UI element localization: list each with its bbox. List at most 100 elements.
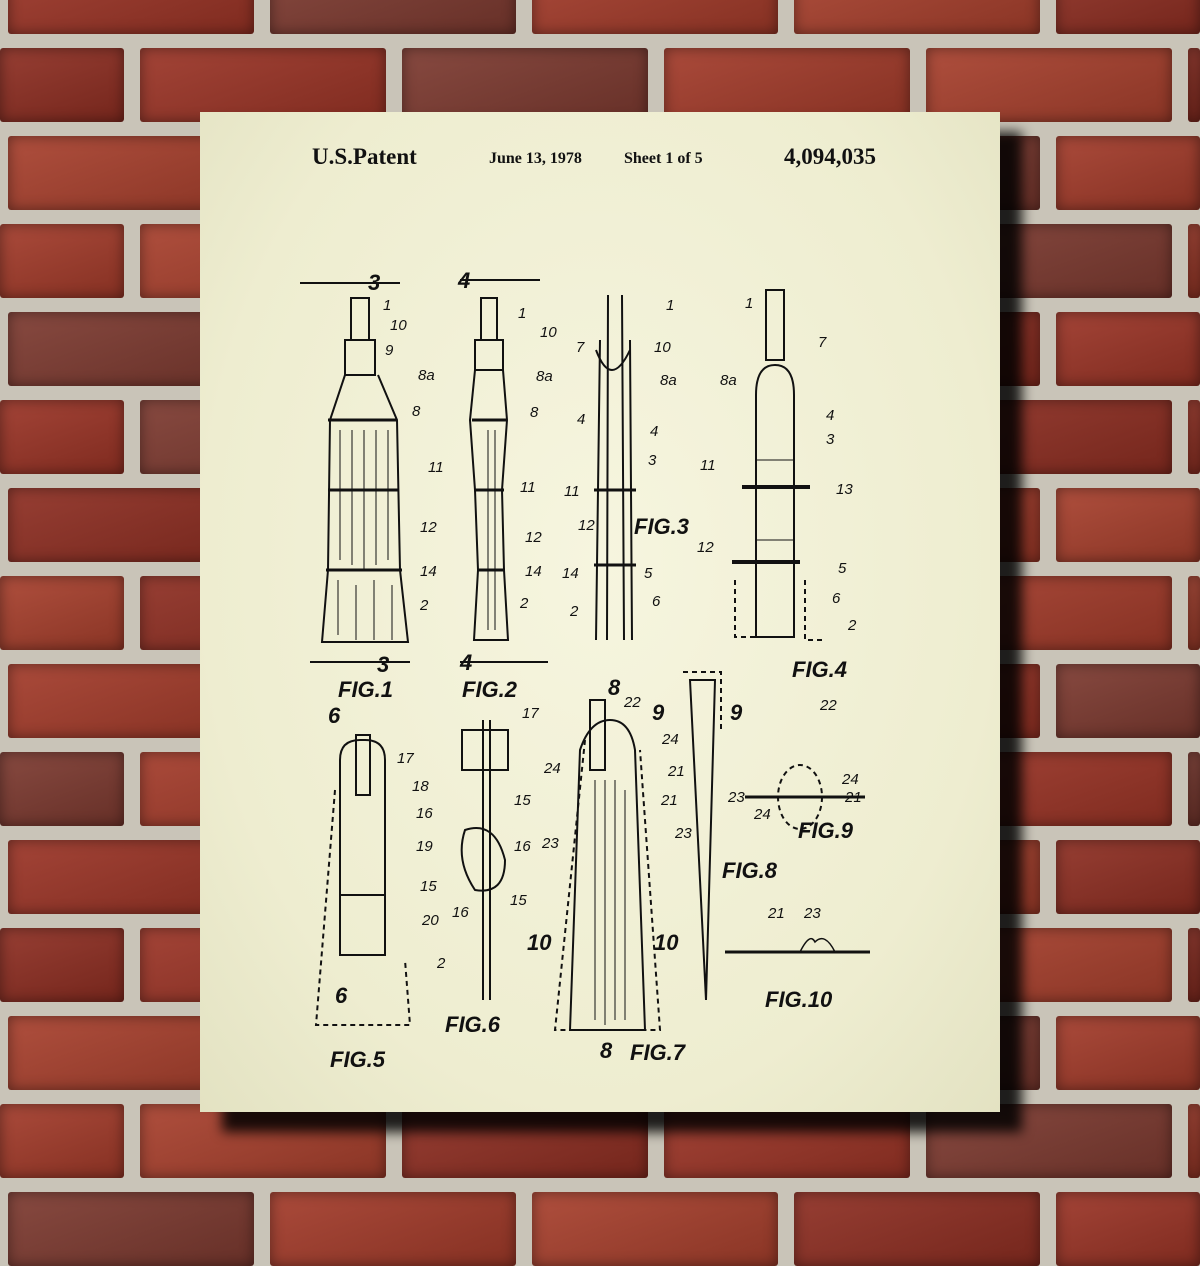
brick [402, 48, 648, 122]
fig7-broom [553, 699, 662, 1031]
reference-numeral: 12 [578, 517, 595, 534]
fig4-broom [732, 289, 825, 641]
patent-number: 4,094,035 [784, 144, 876, 169]
reference-numeral: 9 [385, 342, 394, 359]
brick [1056, 664, 1200, 738]
reference-numeral: 22 [623, 694, 641, 711]
reference-numeral: 8a [536, 368, 553, 385]
reference-numeral: 21 [660, 792, 678, 809]
reference-numeral: 12 [697, 539, 714, 556]
brick [1056, 488, 1200, 562]
reference-numeral: 16 [514, 838, 531, 855]
section-marker: 9 [730, 700, 743, 725]
figure-caption: FIG.3 [634, 514, 689, 539]
patent-date: June 13, 1978 [489, 150, 582, 167]
fig2-broom [460, 279, 548, 663]
figure-caption: FIG.2 [462, 677, 518, 702]
figure-caption: FIG.9 [798, 818, 854, 843]
section-marker: 8 [600, 1038, 613, 1063]
figure-caption: FIG.6 [445, 1012, 501, 1037]
reference-numeral: 6 [832, 590, 841, 607]
section-marker: 4 [459, 650, 472, 675]
brick [926, 48, 1172, 122]
reference-numeral: 10 [654, 339, 671, 356]
brick [0, 400, 124, 474]
reference-numeral: 2 [419, 597, 429, 614]
reference-numeral: 17 [397, 750, 414, 767]
reference-numeral: 17 [522, 705, 539, 722]
reference-numeral: 20 [421, 912, 439, 929]
reference-numeral: 23 [674, 825, 692, 842]
reference-numeral: 16 [452, 904, 469, 921]
figure-caption: FIG.4 [792, 657, 847, 682]
section-marker: 3 [377, 652, 389, 677]
brick [664, 48, 910, 122]
reference-numeral: 1 [518, 305, 526, 322]
figure-caption: FIG.1 [338, 677, 393, 702]
reference-numeral: 15 [420, 878, 437, 895]
reference-numeral: 4 [577, 411, 585, 428]
figure-caption: FIG.8 [722, 858, 778, 883]
reference-numeral: 24 [753, 806, 771, 823]
reference-numeral: 8a [660, 372, 677, 389]
brick [1056, 136, 1200, 210]
reference-numeral: 12 [420, 519, 437, 536]
reference-numeral: 24 [661, 731, 679, 748]
reference-numeral: 10 [540, 324, 557, 341]
brick [1056, 840, 1200, 914]
reference-numeral: 16 [416, 805, 433, 822]
patent-sheet: Sheet 1 of 5 [624, 150, 703, 167]
reference-numeral: 6 [652, 593, 661, 610]
brick [270, 0, 516, 34]
reference-numeral: 15 [514, 792, 531, 809]
brick [0, 752, 124, 826]
fig3-broom [594, 294, 636, 641]
brick [1188, 928, 1200, 1002]
brick [0, 928, 124, 1002]
section-marker: 6 [335, 983, 348, 1008]
brick [1056, 312, 1200, 386]
reference-numeral: 5 [644, 565, 653, 582]
section-marker: 3 [368, 270, 380, 295]
figure-caption: FIG.7 [630, 1040, 687, 1065]
brick [794, 0, 1040, 34]
brick [0, 1104, 124, 1178]
reference-numeral: 18 [412, 778, 429, 795]
reference-numeral: 5 [838, 560, 847, 577]
brick [0, 48, 124, 122]
reference-numeral: 23 [803, 905, 821, 922]
reference-numeral: 11 [700, 457, 716, 474]
reference-numeral: 1 [745, 295, 753, 312]
fig6-broom [460, 720, 509, 1000]
reference-numeral: 14 [525, 563, 542, 580]
reference-numeral: 11 [428, 459, 444, 476]
reference-numeral: 12 [525, 529, 542, 546]
reference-numeral: 21 [844, 789, 862, 806]
fig1-broom [300, 282, 410, 663]
brick [1188, 400, 1200, 474]
brick [1056, 0, 1200, 34]
reference-numeral: 1 [666, 297, 674, 314]
patent-poster [200, 112, 1000, 1112]
brick [8, 0, 254, 34]
reference-numeral: 7 [576, 339, 585, 356]
reference-numeral: 14 [562, 565, 579, 582]
section-marker: 6 [328, 703, 341, 728]
brick [1188, 752, 1200, 826]
reference-numeral: 13 [836, 481, 853, 498]
reference-numeral: 21 [667, 763, 685, 780]
fig5-broom [314, 734, 412, 1026]
fig9-detail [745, 764, 865, 830]
reference-numeral: 2 [436, 955, 446, 972]
brick [1056, 1016, 1200, 1090]
reference-numeral: 19 [416, 838, 433, 855]
brick [532, 0, 778, 34]
reference-numeral: 2 [519, 595, 529, 612]
reference-numeral: 8 [530, 404, 539, 421]
section-marker: 4 [457, 268, 470, 293]
fig10-detail [725, 937, 870, 954]
reference-numeral: 7 [818, 334, 827, 351]
reference-numeral: 4 [650, 423, 658, 440]
patent-title: U.S.Patent [312, 144, 417, 169]
